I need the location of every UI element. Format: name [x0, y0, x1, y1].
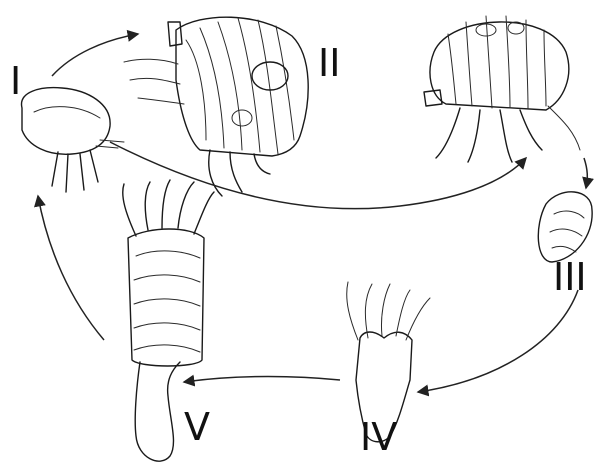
arrow-v-to-i — [38, 196, 104, 340]
arrow-iv-to-v — [184, 377, 340, 383]
stage-label-ii: II — [318, 44, 340, 82]
mature-medusa-right — [424, 16, 580, 162]
arrow-medusa-to-iii — [584, 158, 587, 188]
stage-i-young-medusa — [22, 88, 124, 192]
arrow-iii-to-iv — [418, 290, 578, 392]
arrow-i-to-right-medusa — [110, 142, 526, 209]
stage-iii-planula — [538, 192, 592, 262]
stage-label-iii: III — [553, 258, 587, 296]
cycle-arrows — [38, 34, 587, 392]
stage-label-i: I — [10, 62, 21, 100]
stage-label-iv: IV — [360, 418, 397, 456]
arrow-i-to-ii — [52, 34, 138, 76]
stage-ii-mature-medusa — [124, 17, 308, 196]
stage-label-v: V — [184, 408, 210, 446]
